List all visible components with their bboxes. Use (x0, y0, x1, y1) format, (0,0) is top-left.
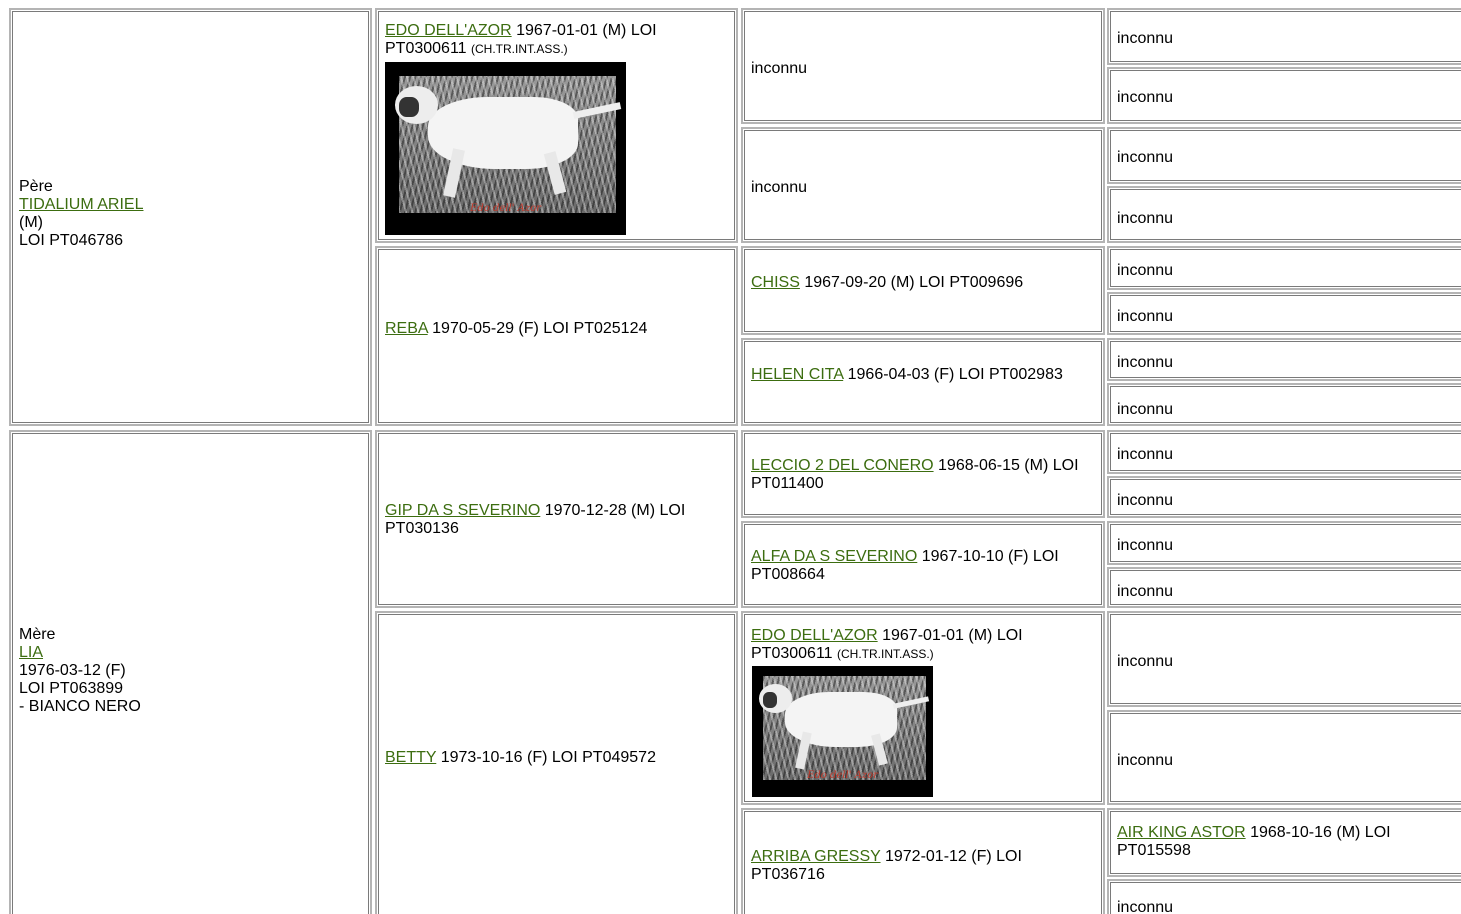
gen3-chiss-cell: CHISS 1967-09-20 (M) LOI PT009696 (741, 246, 1105, 335)
gen4-unknown-2: inconnu (1107, 67, 1461, 124)
gen4-airking-link[interactable]: AIR KING ASTOR (1117, 824, 1246, 841)
gen4-airking-info: AIR KING ASTOR 1968-10-16 (M) LOI PT0155… (1117, 824, 1459, 860)
gen4-unknown-12-text: inconnu (1117, 583, 1174, 600)
sire-sex: (M) (19, 214, 43, 231)
gen3-leccio-cell: LECCIO 2 DEL CONERO 1968-06-15 (M) LOI P… (741, 430, 1105, 518)
gen2-reba-cell: REBA 1970-05-29 (F) LOI PT025124 (375, 246, 738, 426)
sire-cell: Père TIDALIUM ARIEL (M) LOI PT046786 (9, 8, 372, 426)
gen2-reba-info: REBA 1970-05-29 (F) LOI PT025124 (385, 320, 728, 338)
dam-name-link[interactable]: LIA (19, 644, 44, 661)
gen2-betty-info: BETTY 1973-10-16 (F) LOI PT049572 (385, 749, 728, 767)
gen3-alfa-details: 1967-10-10 (F) LOI PT008664 (751, 548, 1059, 583)
gen4-unknown-6: inconnu (1107, 292, 1461, 335)
gen4-unknown-14-text: inconnu (1117, 752, 1174, 769)
gen4-unknown-1: inconnu (1107, 8, 1461, 65)
gen4-airking-details: 1968-10-16 (M) LOI PT015598 (1117, 824, 1391, 859)
dam-reg: LOI PT063899 (19, 680, 124, 697)
gen3-helen-cell: HELEN CITA 1966-04-03 (F) LOI PT002983 (741, 338, 1105, 426)
gen2-edo-photo-caption: Edo dell' Azor (470, 203, 541, 215)
gen3-arriba-info: ARRIBA GRESSY 1972-01-12 (F) LOI PT03671… (751, 848, 1095, 884)
gen4-unknown-5: inconnu (1107, 246, 1461, 290)
gen2-betty-link[interactable]: BETTY (385, 749, 437, 766)
gen2-gip-link[interactable]: GIP DA S SEVERINO (385, 502, 541, 519)
gen4-unknown-6-text: inconnu (1117, 308, 1174, 325)
gen4-unknown-13: inconnu (1107, 611, 1461, 707)
gen4-airking-cell: AIR KING ASTOR 1968-10-16 (M) LOI PT0155… (1107, 808, 1461, 877)
gen3-leccio-info: LECCIO 2 DEL CONERO 1968-06-15 (M) LOI P… (751, 457, 1095, 493)
gen3-helen-details: 1966-04-03 (F) LOI PT002983 (847, 366, 1063, 383)
sire-role: Père (19, 178, 53, 195)
gen3-unknown-2-text: inconnu (751, 179, 808, 196)
gen3-alfa-info: ALFA DA S SEVERINO 1967-10-10 (F) LOI PT… (751, 548, 1095, 584)
gen4-unknown-3: inconnu (1107, 127, 1461, 184)
gen3-edo-title: (CH.TR.INT.ASS.) (837, 647, 934, 661)
gen3-helen-info: HELEN CITA 1966-04-03 (F) LOI PT002983 (751, 366, 1095, 384)
gen2-betty-cell: BETTY 1973-10-16 (F) LOI PT049572 (375, 611, 738, 914)
gen2-gip-details: 1970-12-28 (M) LOI PT030136 (385, 502, 686, 537)
gen2-betty-details: 1973-10-16 (F) LOI PT049572 (440, 749, 656, 766)
gen3-chiss-details: 1967-09-20 (M) LOI PT009696 (804, 274, 1024, 291)
dam-role: Mère (19, 626, 56, 643)
gen3-chiss-info: CHISS 1967-09-20 (M) LOI PT009696 (751, 274, 1095, 292)
gen3-alfa-link[interactable]: ALFA DA S SEVERINO (751, 548, 918, 565)
gen4-unknown-10-text: inconnu (1117, 492, 1174, 509)
dam-date-sex: 1976-03-12 (F) (19, 662, 126, 679)
gen4-unknown-4-text: inconnu (1117, 210, 1174, 227)
gen2-reba-link[interactable]: REBA (385, 320, 428, 337)
gen4-unknown-9-text: inconnu (1117, 446, 1174, 463)
gen4-unknown-15: inconnu (1107, 879, 1461, 914)
gen4-unknown-13-text: inconnu (1117, 653, 1174, 670)
gen4-unknown-3-text: inconnu (1117, 149, 1174, 166)
gen3-helen-link[interactable]: HELEN CITA (751, 366, 844, 383)
gen2-edo-info: EDO DELL'AZOR 1967-01-01 (M) LOI PT03006… (385, 22, 728, 58)
gen4-unknown-7-text: inconnu (1117, 354, 1174, 371)
gen4-unknown-1-text: inconnu (1117, 30, 1174, 47)
gen4-unknown-12: inconnu (1107, 567, 1461, 608)
gen2-gip-info: GIP DA S SEVERINO 1970-12-28 (M) LOI PT0… (385, 502, 728, 538)
gen3-edo-photo-caption: Edo dell' Azor (807, 770, 878, 782)
gen4-unknown-5-text: inconnu (1117, 262, 1174, 279)
sire-reg: LOI PT046786 (19, 232, 124, 249)
gen4-unknown-2-text: inconnu (1117, 89, 1174, 106)
gen2-edo-cell: EDO DELL'AZOR 1967-01-01 (M) LOI PT03006… (375, 8, 738, 243)
gen3-edo-info: EDO DELL'AZOR 1967-01-01 (M) LOI PT03006… (751, 627, 1095, 663)
gen3-chiss-link[interactable]: CHISS (751, 274, 800, 291)
gen3-arriba-details: 1972-01-12 (F) LOI PT036716 (751, 848, 1022, 883)
gen4-unknown-15-text: inconnu (1117, 899, 1174, 914)
gen4-unknown-11: inconnu (1107, 521, 1461, 565)
gen3-unknown-1-text: inconnu (751, 60, 808, 77)
gen4-unknown-7: inconnu (1107, 338, 1461, 381)
gen2-gip-cell: GIP DA S SEVERINO 1970-12-28 (M) LOI PT0… (375, 430, 738, 608)
sire-name-link[interactable]: TIDALIUM ARIEL (19, 196, 144, 213)
gen2-edo-details: 1967-01-01 (M) LOI PT0300611 (385, 22, 657, 57)
gen2-reba-details: 1970-05-29 (F) LOI PT025124 (432, 320, 648, 337)
gen4-unknown-8-text: inconnu (1117, 401, 1174, 418)
gen4-unknown-14: inconnu (1107, 710, 1461, 805)
gen2-edo-title: (CH.TR.INT.ASS.) (471, 42, 568, 56)
gen4-unknown-11-text: inconnu (1117, 537, 1174, 554)
gen3-edo-photo: Edo dell' Azor (752, 666, 933, 797)
gen4-unknown-8: inconnu (1107, 383, 1461, 426)
gen3-leccio-link[interactable]: LECCIO 2 DEL CONERO (751, 457, 934, 474)
gen4-unknown-10: inconnu (1107, 476, 1461, 518)
dam-color: - BIANCO NERO (19, 698, 141, 715)
dam-info: Mère LIA 1976-03-12 (F) LOI PT063899 - B… (19, 626, 362, 716)
gen3-edo-cell: EDO DELL'AZOR 1967-01-01 (M) LOI PT03006… (741, 611, 1105, 805)
gen4-unknown-9: inconnu (1107, 430, 1461, 474)
sire-info: Père TIDALIUM ARIEL (M) LOI PT046786 (19, 178, 362, 250)
gen3-alfa-cell: ALFA DA S SEVERINO 1967-10-10 (F) LOI PT… (741, 521, 1105, 608)
gen3-unknown-1: inconnu (741, 8, 1105, 124)
gen3-edo-details: 1967-01-01 (M) LOI PT0300611 (751, 627, 1023, 662)
gen3-arriba-cell: ARRIBA GRESSY 1972-01-12 (F) LOI PT03671… (741, 808, 1105, 914)
gen3-arriba-link[interactable]: ARRIBA GRESSY (751, 848, 881, 865)
gen3-leccio-details: 1968-06-15 (M) LOI PT011400 (751, 457, 1079, 492)
gen2-edo-link[interactable]: EDO DELL'AZOR (385, 22, 512, 39)
gen3-edo-link[interactable]: EDO DELL'AZOR (751, 627, 878, 644)
gen3-unknown-2: inconnu (741, 127, 1105, 243)
gen2-edo-photo: Edo dell' Azor (385, 62, 626, 235)
dam-cell: Mère LIA 1976-03-12 (F) LOI PT063899 - B… (9, 430, 372, 914)
gen4-unknown-4: inconnu (1107, 186, 1461, 243)
